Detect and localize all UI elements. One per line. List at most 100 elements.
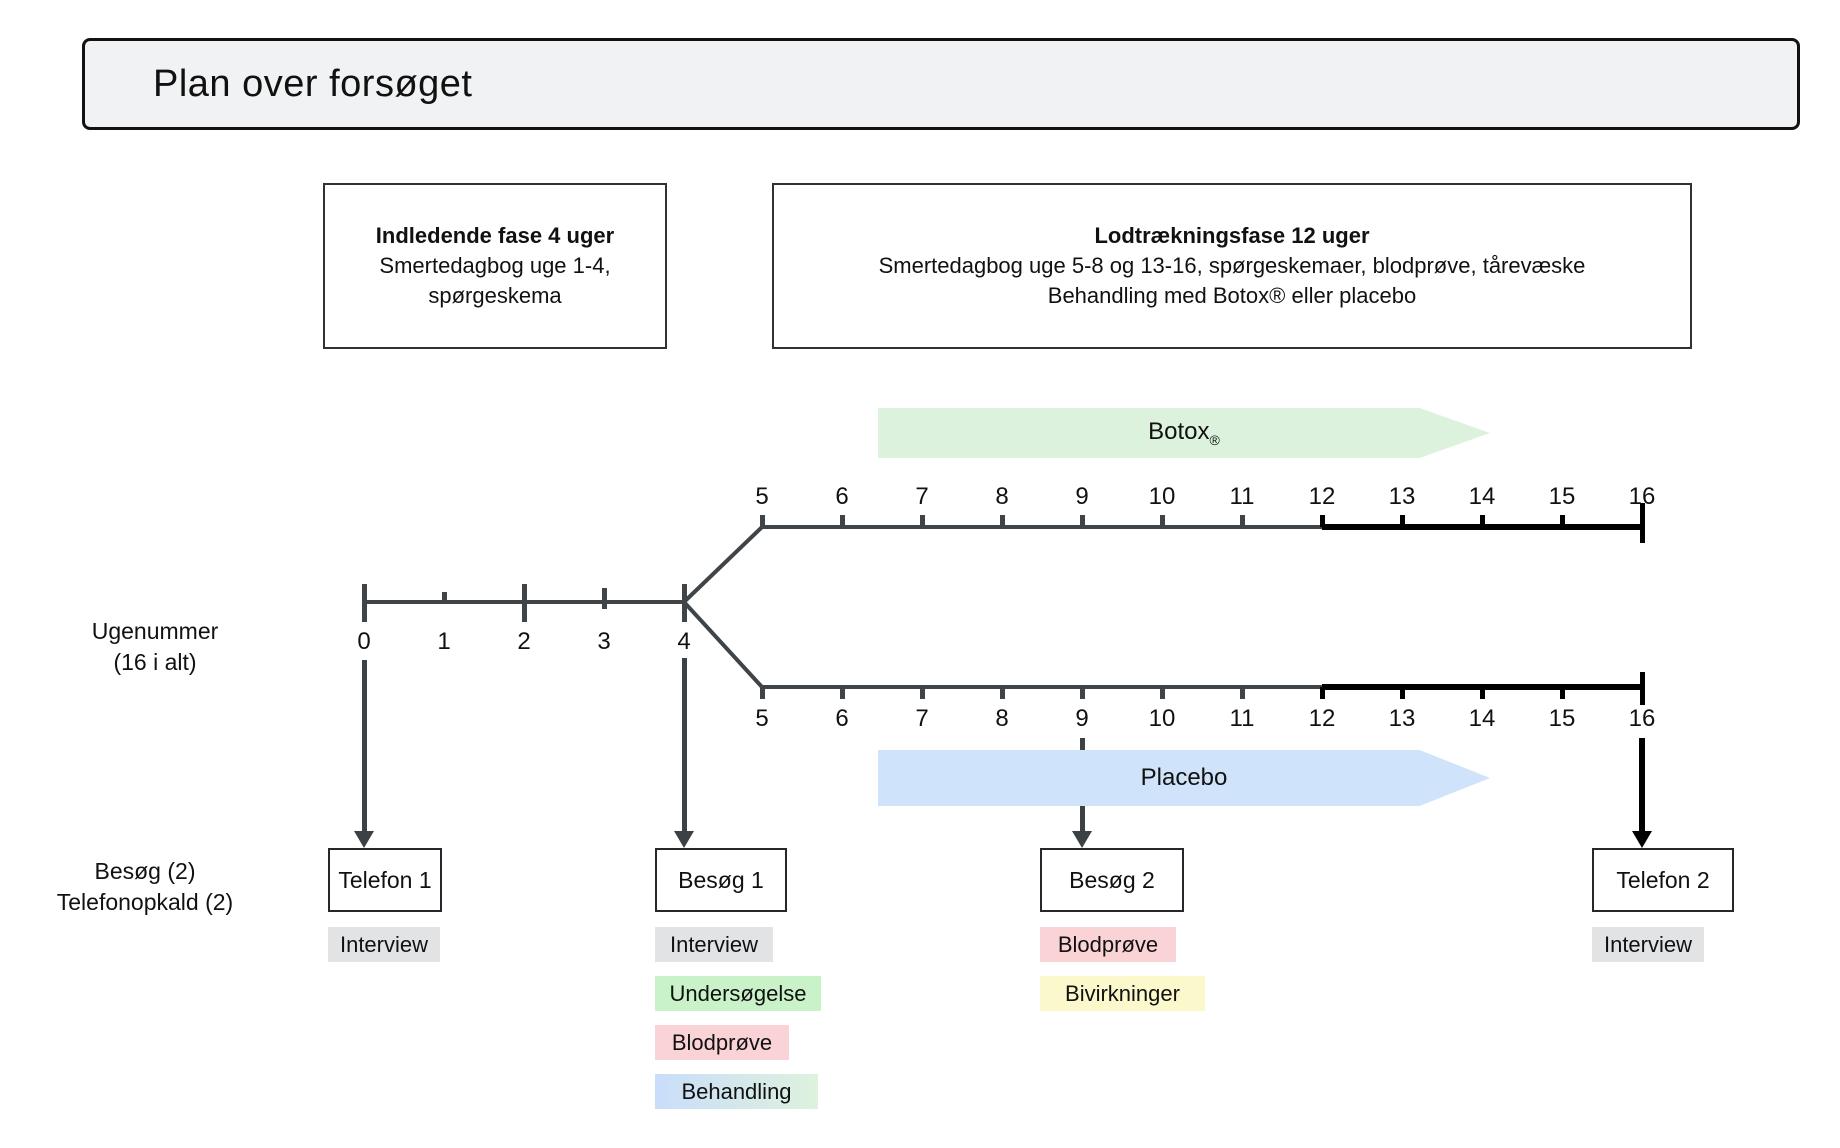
week-number: 2 [517,628,531,655]
timeline-tick [759,515,765,527]
week-number: 9 [1075,483,1089,510]
week-number: 4 [677,628,691,655]
botox-arm-band: Botox® [878,408,1490,458]
timeline-tick [1559,687,1565,699]
visits-axis-label: Besøg (2) Telefonopkald (2) [22,856,268,918]
tag-interview: Interview [1592,927,1704,962]
placebo-arm-label: Placebo [1140,764,1228,791]
phase-description-line: Smertedagbog uge 5-8 og 13-16, spørgeske… [878,253,1586,278]
timeline-tick [759,687,765,699]
timeline-tick [1319,687,1325,699]
botox-arm-label: Botox® [1148,418,1220,448]
timeline-tick [521,584,527,622]
timeline-tick [601,588,607,609]
week-number: 0 [357,628,371,655]
timeline-tick [361,584,367,622]
timeline-tick [839,687,845,699]
tag-undersøgelse: Undersøgelse [655,976,821,1011]
phase-title: Lodtrækningsfase 12 uger [1094,223,1370,248]
week-number: 6 [835,483,849,510]
visits-axis-label-line: Besøg (2) [94,858,196,884]
telefon-1-box: Telefon 1 [328,848,442,912]
placebo-arm-band: Placebo [878,750,1490,806]
week-number: 9 [1075,705,1089,732]
visits-axis-label-line: Telefonopkald (2) [56,889,234,915]
timeline-tick [1639,672,1645,705]
event-arrow [1639,738,1645,831]
tag-interview: Interview [328,927,440,962]
week-number: 5 [755,705,769,732]
registered-trademark-icon: ® [1209,431,1220,448]
week-number: 10 [1148,483,1176,510]
timeline-tick [839,515,845,527]
week-number: 3 [597,628,611,655]
tag-blodprøve: Blodprøve [1040,927,1176,962]
timeline-tick [1159,687,1165,699]
phase-box-randomization: Lodtrækningsfase 12 uger Smertedagbog ug… [772,183,1692,349]
timeline-tick [441,592,447,603]
week-number: 14 [1468,705,1496,732]
week-number: 16 [1628,483,1656,510]
besøg-2-box: Besøg 2 [1040,848,1184,912]
tag-interview: Interview [655,927,773,962]
timeline-tick [1239,687,1245,699]
timeline-tick [1639,503,1645,543]
event-arrow [361,660,367,831]
week-number: 7 [915,483,929,510]
besøg-1-box: Besøg 1 [655,848,787,912]
phase-description-line: spørgeskema [428,283,562,308]
timeline-tick [919,687,925,699]
week-number: 15 [1548,483,1576,510]
telefon-2-box: Telefon 2 [1592,848,1734,912]
week-number: 8 [995,483,1009,510]
phase-box-initial: Indledende fase 4 uger Smertedagbog uge … [323,183,667,349]
timeline-tick [1479,515,1485,527]
week-number: 11 [1229,705,1255,732]
week-axis-label: Ugenummer (16 i alt) [45,616,265,678]
week-number: 15 [1548,705,1576,732]
week-number: 16 [1628,705,1656,732]
week-number: 1 [437,628,451,655]
week-number: 12 [1308,705,1336,732]
phase-title: Indledende fase 4 uger [375,223,615,248]
timeline-tick [1319,515,1325,527]
timeline-tick [1399,687,1405,699]
timeline-tick [1479,687,1485,699]
week-number: 12 [1308,483,1336,510]
timeline-line [1322,524,1642,530]
week-number: 14 [1468,483,1496,510]
week-number: 7 [915,705,929,732]
week-number: 13 [1388,483,1416,510]
timeline-tick [999,687,1005,699]
week-number: 11 [1229,483,1255,510]
week-number: 13 [1388,705,1416,732]
diagram-title-box: Plan over forsøget [82,38,1800,130]
tag-behandling: Behandling [655,1074,818,1109]
timeline-tick [999,515,1005,527]
timeline-tick [1399,515,1405,527]
timeline-tick [1239,515,1245,527]
event-arrow [681,658,687,831]
timeline-tick [1079,687,1085,699]
tag-bivirkninger: Bivirkninger [1040,976,1205,1011]
week-number: 6 [835,705,849,732]
event-arrow-head [1072,831,1092,848]
timeline-tick [919,515,925,527]
timeline-tick [1559,515,1565,527]
event-arrow-head [354,831,374,848]
timeline-tick [1079,515,1085,527]
event-arrow-head [1632,831,1652,848]
diagram-title: Plan over forsøget [153,62,473,105]
week-axis-label-line: (16 i alt) [113,649,197,675]
timeline-fork-line [682,525,764,604]
week-number: 8 [995,705,1009,732]
phase-description-line: Behandling med Botox® eller placebo [1047,283,1417,308]
tag-blodprøve: Blodprøve [655,1025,789,1060]
event-arrow-head [674,831,694,848]
phase-description-line: Smertedagbog uge 1-4, [379,253,611,278]
timeline-line [762,685,1322,689]
week-number: 10 [1148,705,1176,732]
week-axis-label-line: Ugenummer [91,618,219,644]
timeline-line [762,525,1322,529]
week-number: 5 [755,483,769,510]
